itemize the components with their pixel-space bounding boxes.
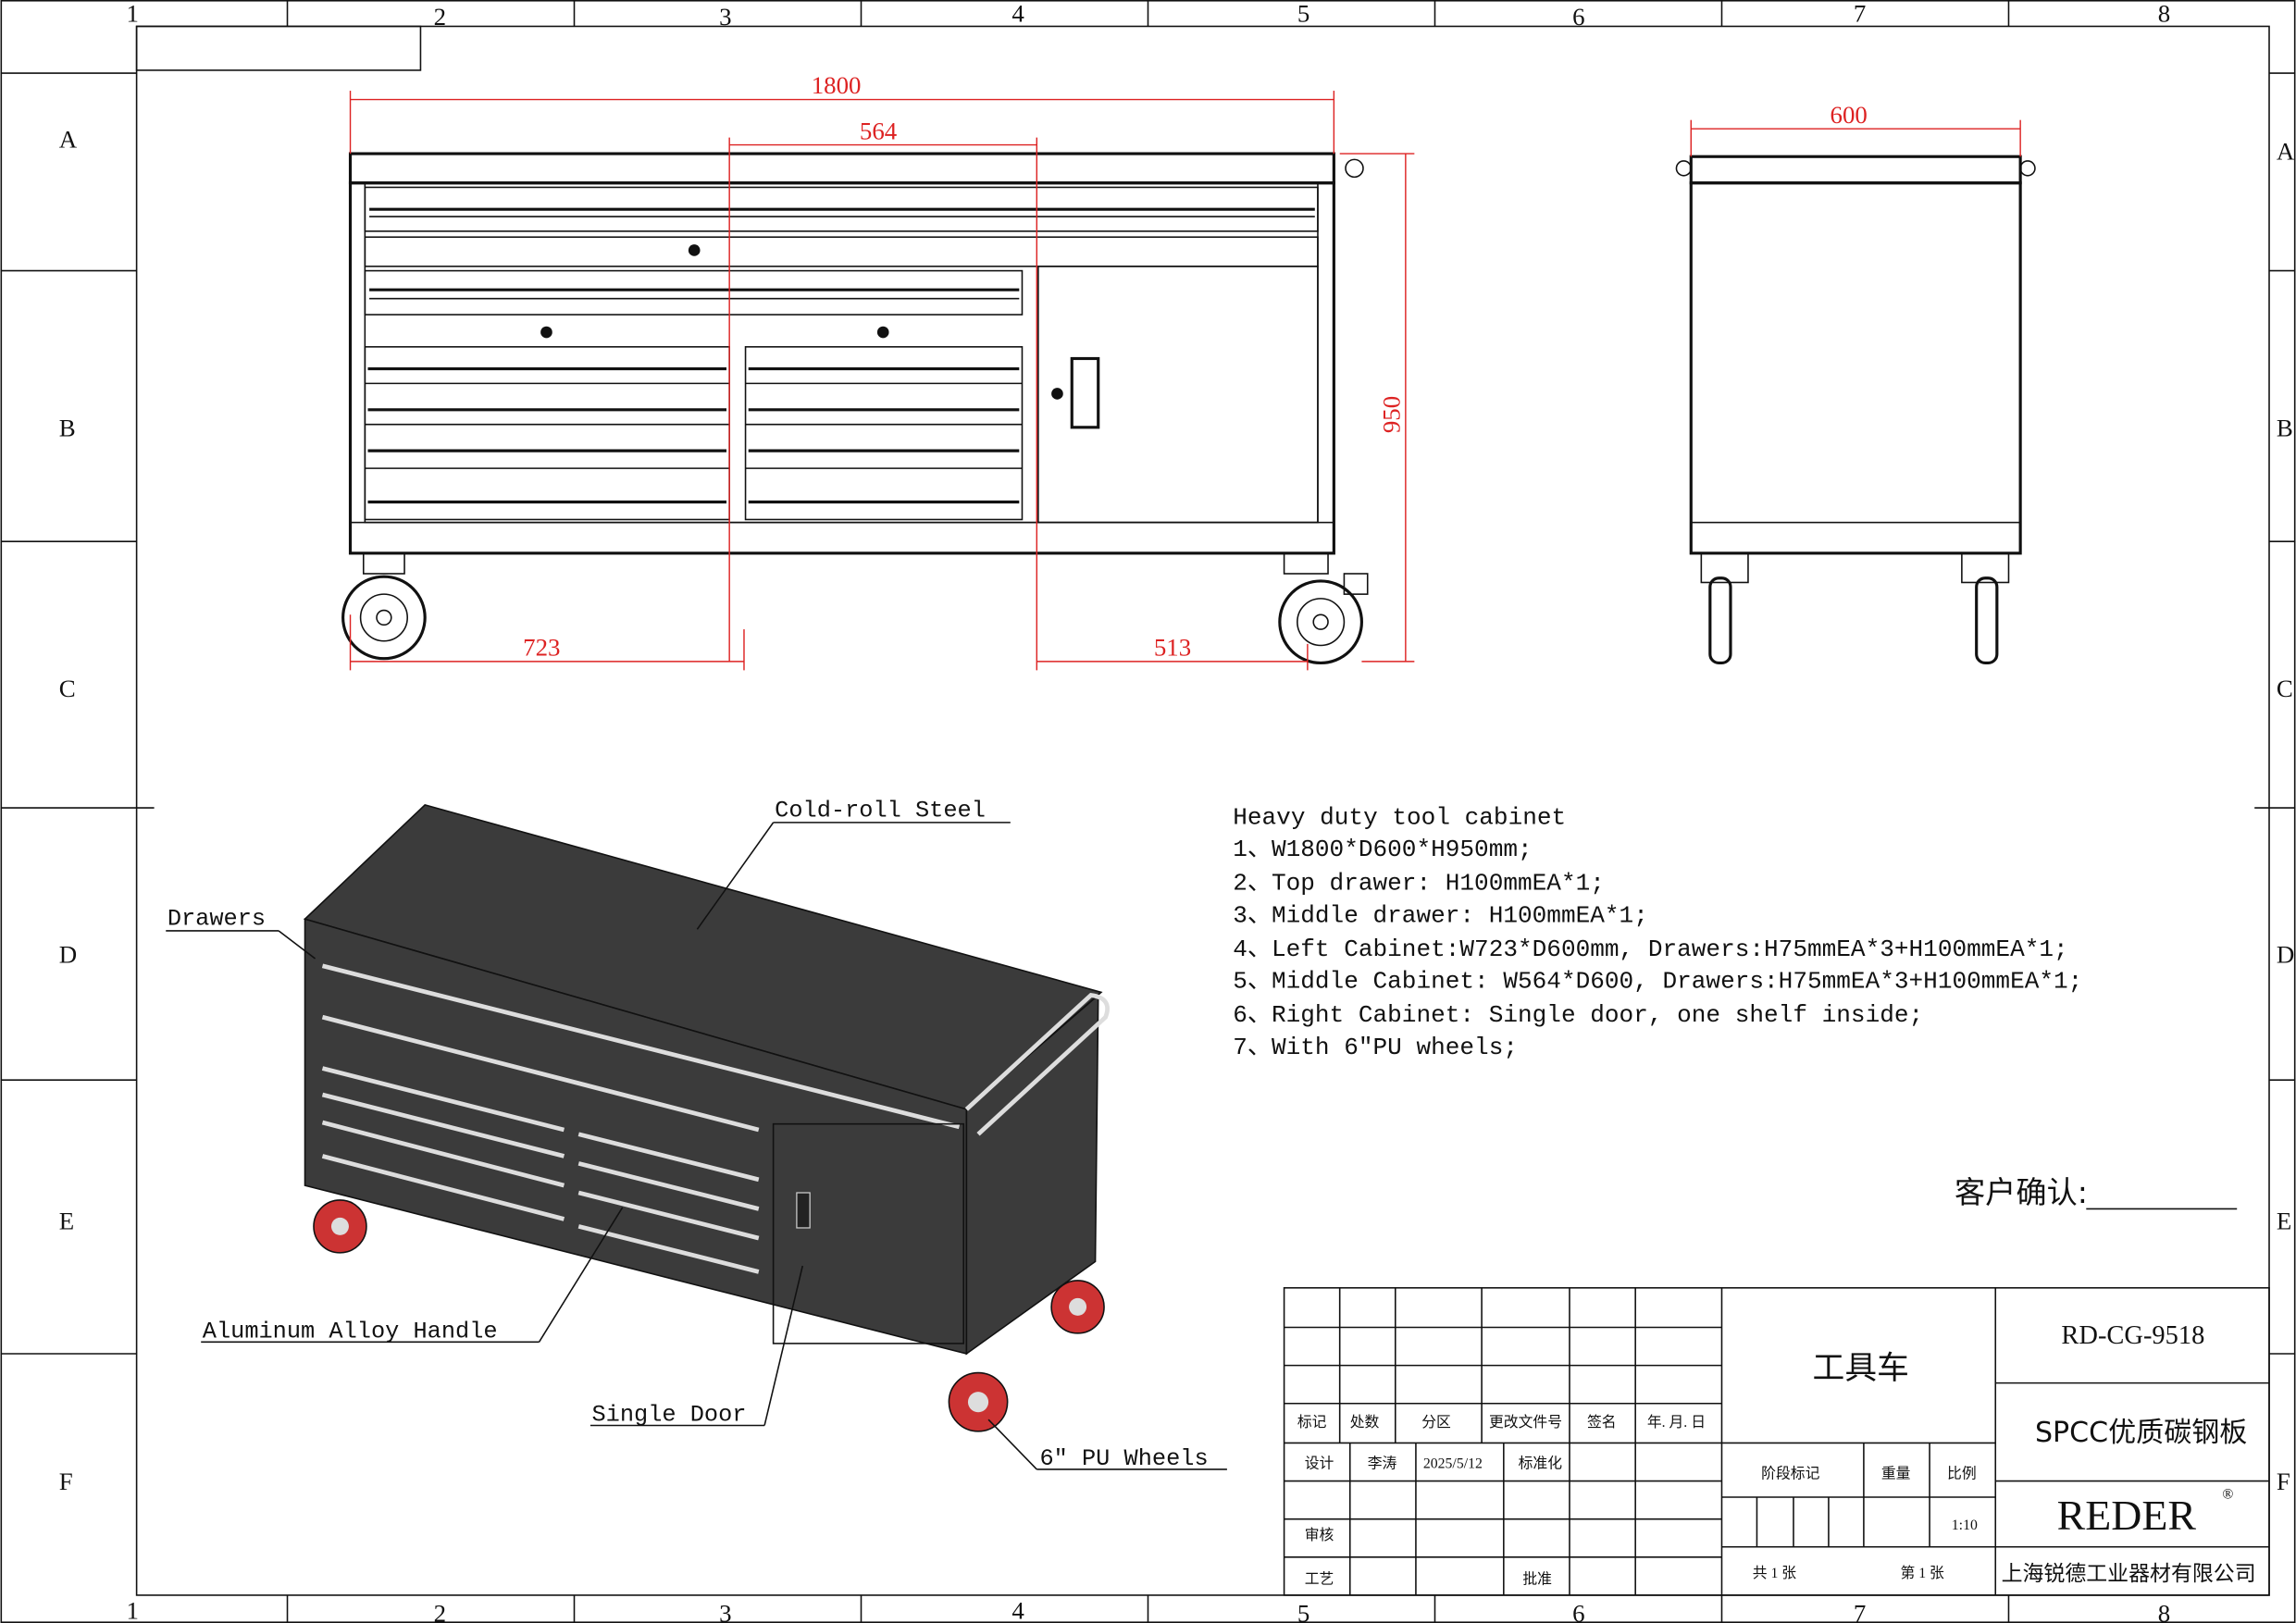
dimension-lines xyxy=(349,91,1415,671)
zone-row: A xyxy=(2277,137,2295,165)
dim-depth: 600 xyxy=(1831,101,1868,129)
zone-col: 4 xyxy=(1011,1596,1024,1623)
part-name: 工具车 xyxy=(1813,1350,1909,1387)
sheets-total: 共 1 张 xyxy=(1753,1565,1797,1581)
spec-item: 5、Middle Cabinet: W564*D600, Drawers:H75… xyxy=(1233,968,2082,996)
zone-row: E xyxy=(2277,1208,2291,1235)
zone-col: 8 xyxy=(2158,1599,2170,1623)
header-signature: 签名 xyxy=(1587,1414,1617,1431)
zone-col: 6 xyxy=(1572,3,1584,31)
zone-row: B xyxy=(59,414,76,441)
zone-col: 7 xyxy=(1854,1599,1866,1623)
customer-confirm-label: 客户确认: xyxy=(1955,1174,2088,1210)
zone-col: 3 xyxy=(719,1599,731,1623)
weight-label: 重量 xyxy=(1881,1465,1911,1481)
front-wheel-right xyxy=(1278,552,1369,665)
spec-item: 4、Left Cabinet:W723*D600mm, Drawers:H75m… xyxy=(1233,935,2067,963)
front-wheel-left xyxy=(341,552,427,661)
stage-mark-label: 阶段标记 xyxy=(1761,1465,1819,1481)
zone-row: F xyxy=(59,1468,73,1495)
zone-row: B xyxy=(2277,414,2293,441)
callouts: Cold-roll Steel Drawers Aluminum Alloy H… xyxy=(166,798,1227,1472)
process-label: 工艺 xyxy=(1305,1570,1334,1587)
header-change-doc: 更改文件号 xyxy=(1489,1414,1562,1431)
registered-mark: ® xyxy=(2222,1487,2233,1503)
callout-cold-roll-steel: Cold-roll Steel xyxy=(775,798,986,824)
dim-middle-width: 564 xyxy=(860,117,898,144)
zone-col: 3 xyxy=(719,3,731,31)
iso-wheels xyxy=(313,1199,1105,1432)
zone-row: C xyxy=(2277,675,2293,702)
header-date: 年. 月. 日 xyxy=(1647,1414,1706,1431)
zone-col: 4 xyxy=(1011,0,1024,28)
dim-left-width: 723 xyxy=(523,634,560,662)
zone-col: 1 xyxy=(127,1596,139,1623)
spec-item: 3、Middle drawer: H100mmEA*1; xyxy=(1233,901,1648,929)
zone-row: D xyxy=(59,941,77,969)
spec-item: 7、With 6"PU wheels; xyxy=(1233,1034,1518,1061)
spec-item: 1、W1800*D600*H950mm; xyxy=(1233,836,1532,863)
designer-name: 李涛 xyxy=(1368,1455,1397,1471)
isometric-view xyxy=(303,804,1110,1432)
dim-overall-width: 1800 xyxy=(812,71,862,99)
zone-col: 2 xyxy=(434,1599,446,1623)
approve-label: 批准 xyxy=(1522,1570,1552,1587)
zone-row: E xyxy=(59,1208,74,1235)
zone-col: 5 xyxy=(1297,1599,1309,1623)
callout-wheels: 6" PU Wheels xyxy=(1039,1445,1208,1472)
callout-single-door: Single Door xyxy=(591,1402,746,1429)
zone-row: C xyxy=(59,675,76,702)
review-label: 审核 xyxy=(1305,1527,1334,1543)
material: SPCC优质碳钢板 xyxy=(2035,1417,2247,1449)
zone-col: 8 xyxy=(2158,0,2170,28)
spec-item: 6、Right Cabinet: Single door, one shelf … xyxy=(1233,1001,1923,1029)
sheet-number: 第 1 张 xyxy=(1900,1565,1944,1581)
side-view: 600 xyxy=(1675,101,2036,665)
spec-title: Heavy duty tool cabinet xyxy=(1233,803,1566,831)
header-zone: 分区 xyxy=(1421,1414,1451,1431)
zone-row-labels: A B C D E F A B C D E F xyxy=(59,126,2295,1495)
brand-logo: REDER xyxy=(2057,1492,2197,1539)
dim-height: 950 xyxy=(1378,396,1406,433)
iso-drawer-handles xyxy=(321,963,961,1274)
header-mark: 标记 xyxy=(1297,1414,1327,1431)
zone-row: D xyxy=(2277,941,2294,969)
zone-col: 2 xyxy=(434,3,446,31)
design-label: 设计 xyxy=(1305,1455,1334,1471)
scale-label: 比例 xyxy=(1947,1465,1977,1481)
callout-handle: Aluminum Alloy Handle xyxy=(203,1319,498,1345)
spec-item: 2、Top drawer: H100mmEA*1; xyxy=(1233,870,1605,898)
title-block: 标记 处数 分区 更改文件号 签名 年. 月. 日 设计 李涛 2025/5/1… xyxy=(1283,1287,2270,1596)
zone-col: 6 xyxy=(1572,1599,1584,1623)
zone-col: 5 xyxy=(1297,0,1309,28)
company-name: 上海锐德工业器材有限公司 xyxy=(2002,1562,2256,1586)
zone-row: F xyxy=(2277,1468,2290,1495)
drawing-number: RD-CG-9518 xyxy=(2061,1321,2204,1350)
zone-col: 7 xyxy=(1854,0,1866,28)
header-count: 处数 xyxy=(1350,1414,1380,1431)
design-date: 2025/5/12 xyxy=(1423,1456,1483,1471)
scale-value: 1:10 xyxy=(1952,1518,1978,1533)
zone-column-labels: 1 2 3 4 5 6 7 8 1 2 3 4 5 6 7 8 xyxy=(127,0,2171,1623)
standardize-label: 标准化 xyxy=(1519,1455,1563,1471)
callout-drawers: Drawers xyxy=(168,906,266,933)
zone-col: 1 xyxy=(127,0,139,28)
zone-row: A xyxy=(59,126,78,154)
dim-right-width: 513 xyxy=(1154,634,1191,662)
front-view: 1800 564 723 513 950 xyxy=(341,71,1415,671)
spec-notes: Heavy duty tool cabinet 1、W1800*D600*H95… xyxy=(1233,803,2082,1060)
